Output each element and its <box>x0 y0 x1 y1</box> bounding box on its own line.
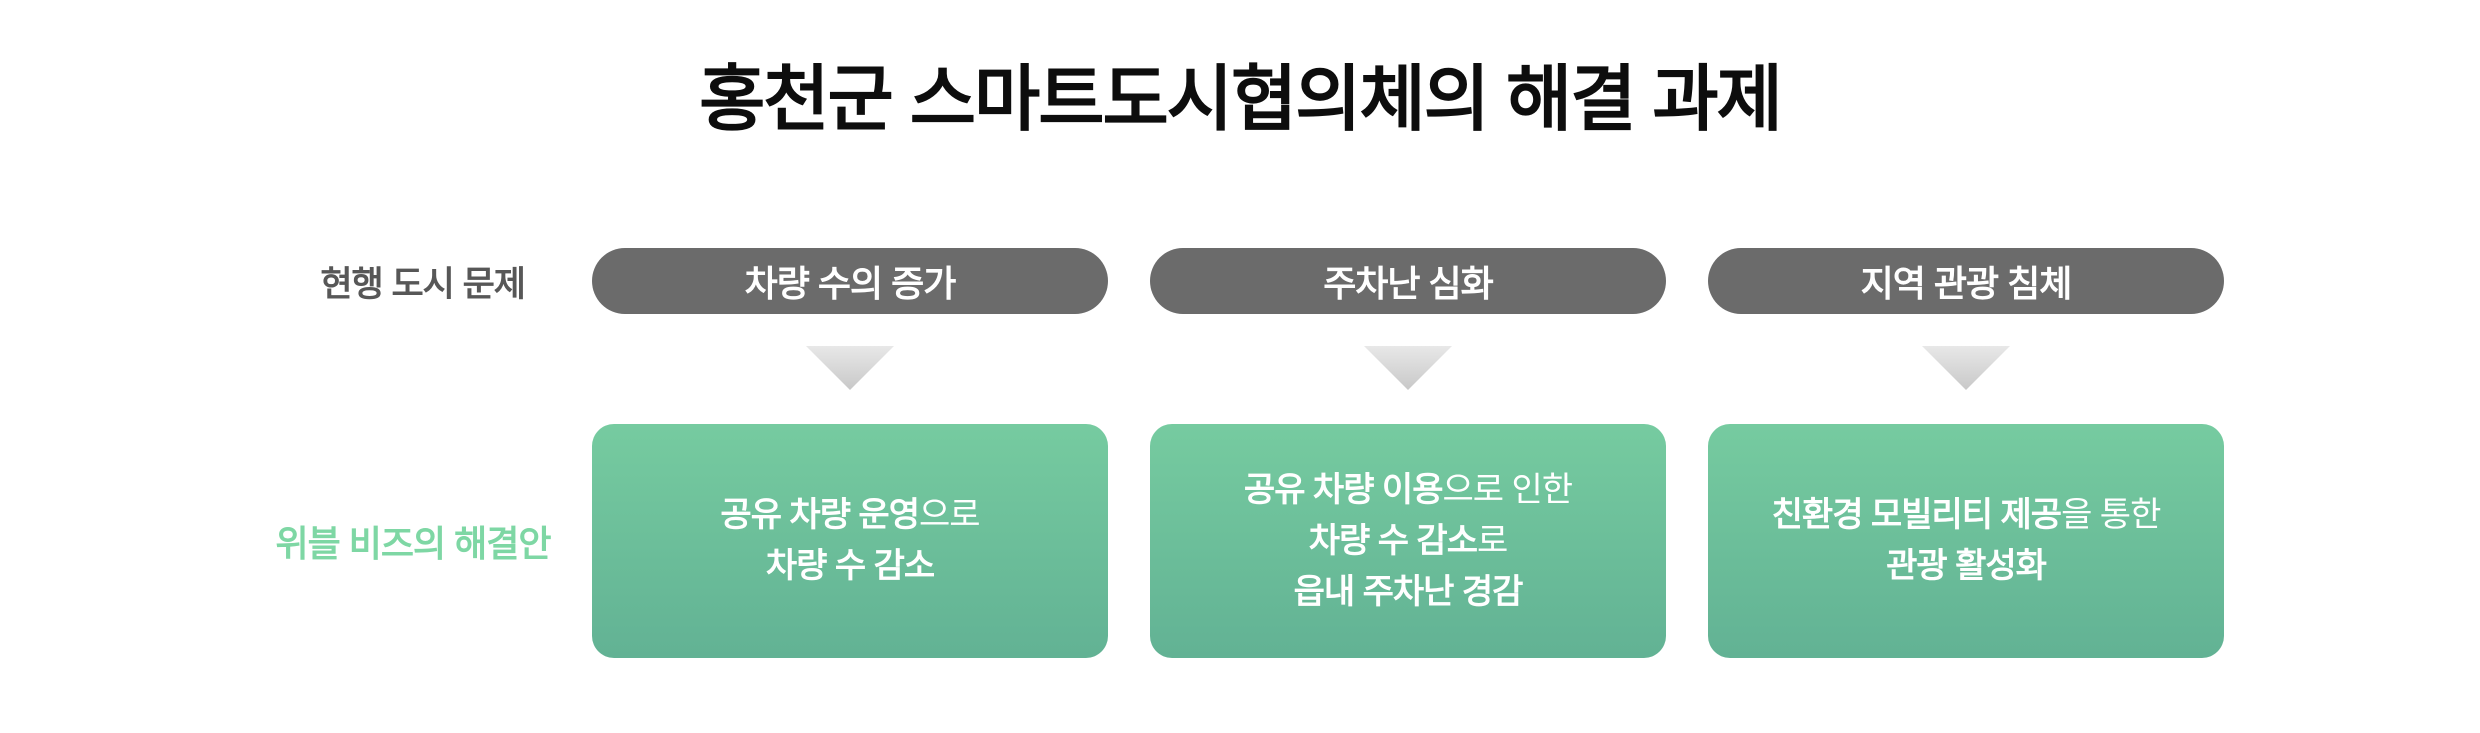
solution-line: 공유 차량 운영으로 <box>720 490 981 541</box>
solution-text-regular: 으로 <box>919 496 981 534</box>
down-arrow-icon-2 <box>1364 346 1452 390</box>
solution-line: 공유 차량 이용으로 인한 <box>1243 465 1574 516</box>
solution-text-regular: 로 <box>1477 521 1508 560</box>
solution-text-bold: 차량 수 감소 <box>765 547 935 585</box>
solution-line: 읍내 주차난 경감 <box>1293 567 1524 618</box>
solution-line: 차량 수 감소 <box>765 541 935 592</box>
problems-row-label: 현행 도시 문제 <box>320 264 526 304</box>
down-arrow-icon-1 <box>806 346 894 390</box>
problem-pill-3: 지역 관광 침체 <box>1708 248 2224 314</box>
solution-text-regular: 을 통한 <box>2061 496 2161 534</box>
problem-pill-2: 주차난 심화 <box>1150 248 1666 314</box>
solution-text-bold: 친환경 모빌리티 제공 <box>1771 496 2062 534</box>
problem-pill-1-label: 차량 수의 증가 <box>744 263 957 304</box>
problem-pill-3-label: 지역 관광 침체 <box>1860 263 2073 304</box>
solution-line: 친환경 모빌리티 제공을 통한 <box>1771 490 2162 541</box>
page-title: 홍천군 스마트도시협의체의 해결 과제 <box>699 60 1783 140</box>
problem-pill-2-label: 주차난 심화 <box>1323 263 1494 304</box>
column-parking-problem: 주차난 심화 공유 차량 이용으로 인한 차량 수 감소로 읍내 주차난 경감 <box>1150 0 1666 733</box>
solution-text-bold: 관광 활성화 <box>1886 547 2047 585</box>
problem-pill-1: 차량 수의 증가 <box>592 248 1108 314</box>
solution-box-3: 친환경 모빌리티 제공을 통한 관광 활성화 <box>1708 424 2224 658</box>
column-tourism-decline: 지역 관광 침체 친환경 모빌리티 제공을 통한 관광 활성화 <box>1708 0 2224 733</box>
down-arrow-icon-3 <box>1922 346 2010 390</box>
column-vehicle-increase: 차량 수의 증가 공유 차량 운영으로 차량 수 감소 <box>592 0 1108 733</box>
solution-box-1: 공유 차량 운영으로 차량 수 감소 <box>592 424 1108 658</box>
solution-line: 관광 활성화 <box>1886 541 2047 592</box>
solution-box-2: 공유 차량 이용으로 인한 차량 수 감소로 읍내 주차난 경감 <box>1150 424 1666 658</box>
solutions-row-label: 위블 비즈의 해결안 <box>275 523 552 564</box>
solution-text-bold: 공유 차량 이용 <box>1243 470 1444 509</box>
solution-text-bold: 공유 차량 운영 <box>720 496 920 534</box>
solution-text-bold: 차량 수 감소 <box>1308 521 1478 560</box>
solution-text-bold: 읍내 주차난 경감 <box>1293 572 1524 611</box>
solution-text-regular: 으로 인한 <box>1442 470 1574 509</box>
solution-line: 차량 수 감소로 <box>1308 516 1509 567</box>
